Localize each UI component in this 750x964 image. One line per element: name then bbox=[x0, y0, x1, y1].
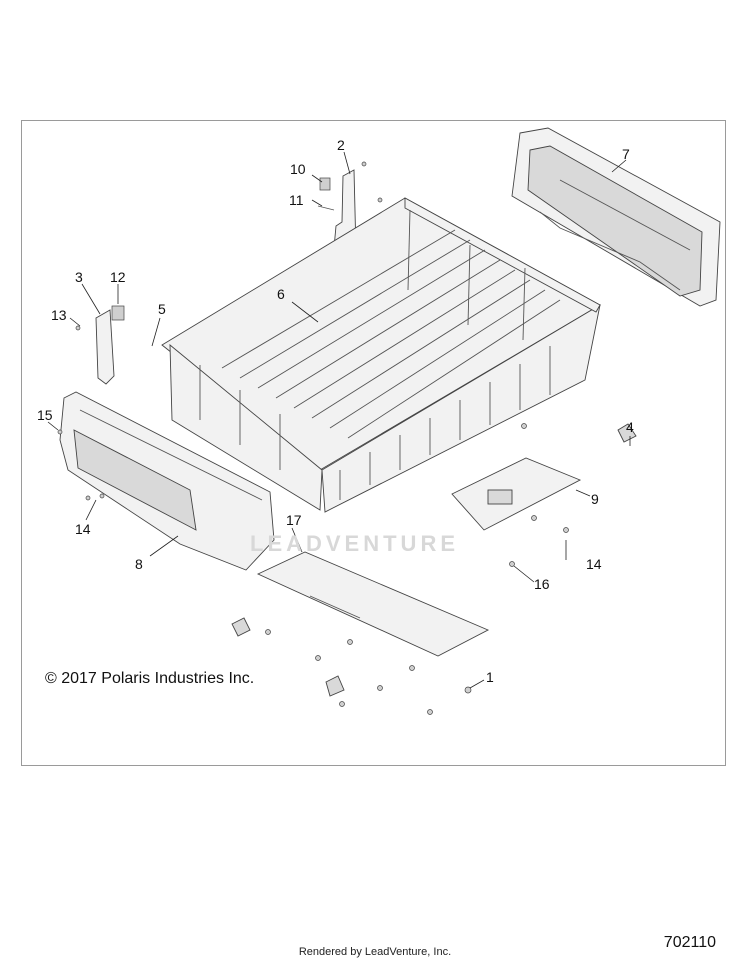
callout-1: 1 bbox=[486, 669, 494, 685]
callout-15: 15 bbox=[37, 407, 53, 423]
callout-10: 10 bbox=[290, 161, 306, 177]
part-6-cargo-box[interactable] bbox=[161, 197, 601, 513]
callout-13: 13 bbox=[51, 307, 67, 323]
part-7-tailgate[interactable] bbox=[511, 127, 721, 307]
footer-text: Rendered by LeadVenture, Inc. bbox=[298, 946, 452, 958]
callout-14-left: 14 bbox=[75, 521, 91, 537]
callout-3: 3 bbox=[75, 269, 83, 285]
callout-5: 5 bbox=[158, 301, 166, 317]
callout-9: 9 bbox=[591, 491, 599, 507]
callout-8: 8 bbox=[135, 556, 143, 572]
diagram-frame bbox=[21, 120, 726, 766]
part-17-floor-mat[interactable] bbox=[256, 551, 490, 657]
copyright-text: © 2017 Polaris Industries Inc. bbox=[45, 670, 255, 687]
part-9-panel[interactable] bbox=[451, 457, 582, 531]
callout-14-right: 14 bbox=[586, 556, 602, 572]
callout-6: 6 bbox=[277, 286, 285, 302]
leader-lines bbox=[47, 151, 631, 689]
callout-4: 4 bbox=[626, 419, 634, 435]
part-12-latch bbox=[111, 305, 125, 321]
callout-16: 16 bbox=[534, 576, 550, 592]
part-1-fasteners[interactable] bbox=[231, 617, 472, 715]
callout-11: 11 bbox=[289, 192, 304, 208]
callout-7: 7 bbox=[622, 146, 630, 162]
part-10-latch bbox=[319, 177, 331, 191]
part-3-bracket[interactable] bbox=[95, 305, 125, 385]
callout-17: 17 bbox=[286, 512, 302, 528]
diagram-id: 702110 bbox=[663, 934, 716, 951]
part-4-clip[interactable] bbox=[617, 423, 637, 443]
part-8-front-panel[interactable] bbox=[59, 391, 275, 571]
callout-2: 2 bbox=[337, 137, 345, 153]
callout-12: 12 bbox=[110, 269, 126, 285]
hardware bbox=[57, 161, 569, 567]
watermark: LEADVENTURE bbox=[250, 531, 460, 556]
